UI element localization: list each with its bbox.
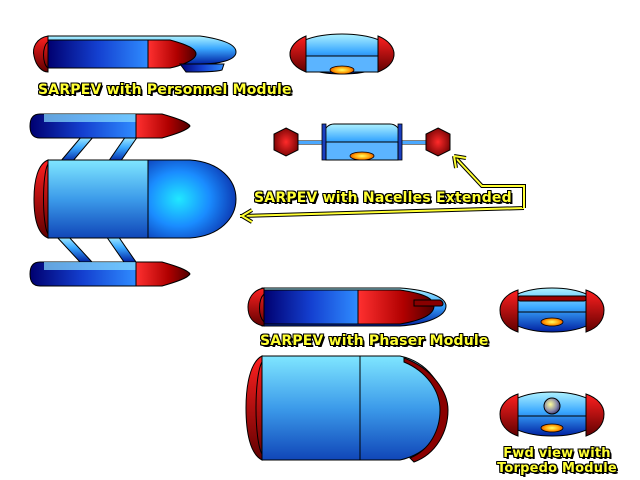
sarpev-nacelles-top-view (29, 113, 237, 287)
personnel-module-label: SARPEV with Personnel Module (38, 82, 292, 98)
sarpev-phaser-side-view (247, 287, 447, 327)
nacelles-extended-label: SARPEV with Nacelles Extended (254, 190, 512, 206)
fwd-view-label: Fwd view with Torpedo Module (492, 446, 622, 476)
sarpev-nacelles-front-view (273, 123, 451, 161)
fwd-view-label-line2: Torpedo Module (497, 461, 617, 476)
fwd-view-label-line1: Fwd view with (503, 446, 611, 461)
sarpev-hull-top-view (245, 355, 449, 463)
sarpev-torpedo-front-view (499, 391, 605, 437)
phaser-module-label: SARPEV with Phaser Module (260, 333, 489, 349)
sarpev-personnel-side-view (33, 35, 237, 73)
sarpev-phaser-front-view (499, 287, 605, 333)
sarpev-personnel-front-view (289, 33, 395, 75)
nacelles-callout-lines (239, 154, 526, 224)
